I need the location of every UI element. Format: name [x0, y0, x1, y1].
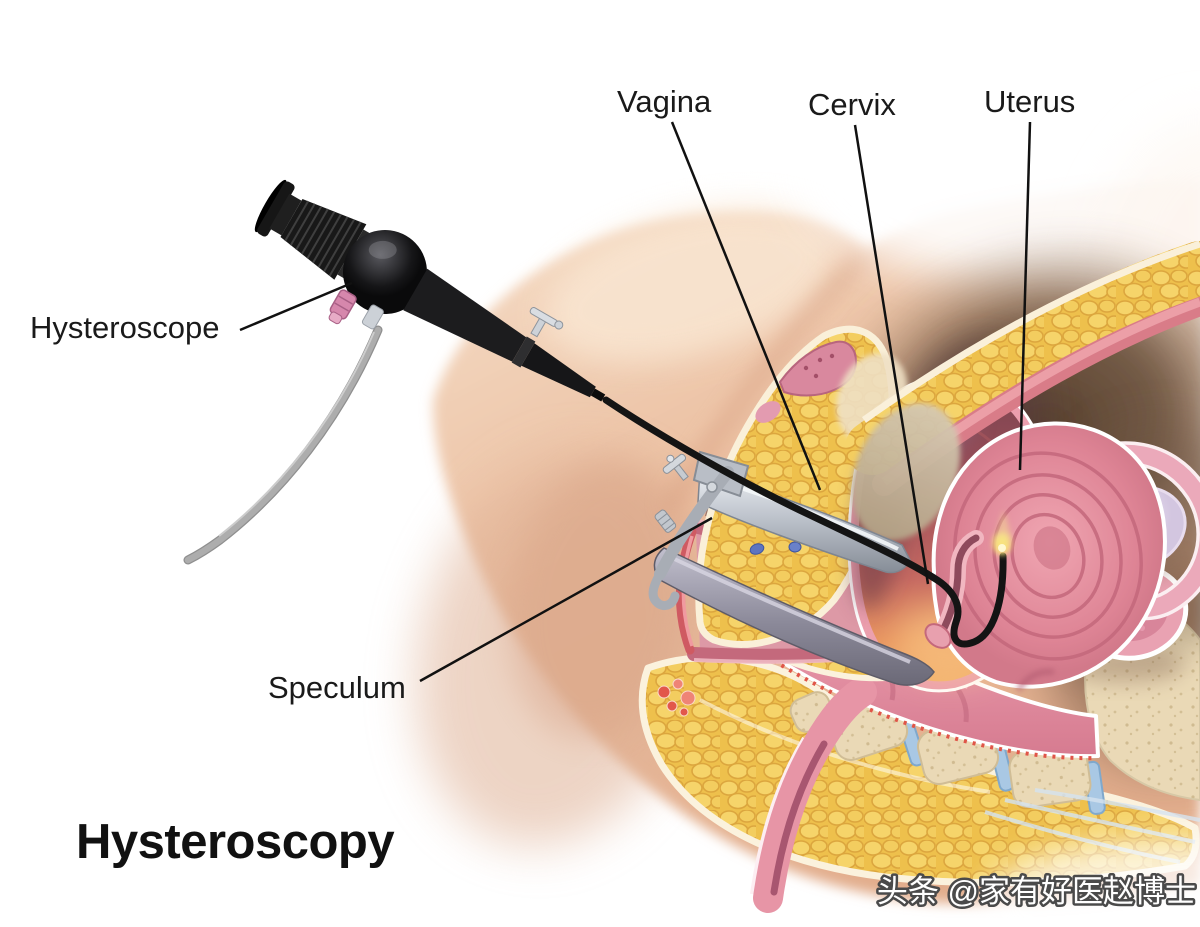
vagina-leader-line — [670, 121, 822, 491]
eyepiece — [257, 181, 295, 237]
cable-collar — [361, 304, 384, 330]
vein-dot — [788, 541, 802, 553]
scope-body-bulb — [343, 230, 427, 314]
inflow-valve — [529, 306, 564, 338]
label-cervix: Cervix — [808, 87, 896, 122]
label-uterus: Uterus — [984, 84, 1076, 119]
page-title: Hysteroscopy — [76, 815, 395, 869]
cervix-os — [924, 623, 952, 649]
abdominal-wall — [836, 240, 1200, 541]
pubic-bone — [851, 403, 961, 541]
speculum-screw — [662, 453, 689, 481]
watermark-text: 头条 @家有好医赵博士 — [877, 874, 1196, 909]
cervical-canal — [936, 534, 980, 640]
speculum-leader-line — [419, 516, 713, 683]
anal-canal — [750, 677, 877, 913]
speculum-upper-blade — [697, 468, 911, 574]
inflow-port-pink — [328, 289, 357, 325]
scope-shaft-inserted — [602, 396, 1012, 648]
hysteroscope-leader-line — [239, 281, 353, 332]
clitoral-fold — [778, 340, 858, 397]
vein-dot — [749, 543, 765, 555]
uterus-leader-line — [1018, 121, 1032, 471]
hysteroscope-device — [183, 179, 606, 565]
label-speculum: Speculum — [268, 670, 406, 705]
label-vagina: Vagina — [617, 84, 712, 119]
cervix-leader-line — [853, 124, 930, 585]
light-cable — [184, 326, 382, 564]
leader-lines — [239, 121, 1032, 683]
speculum-screw — [654, 509, 677, 533]
vessel-cluster — [657, 678, 696, 717]
speculum — [648, 450, 935, 686]
speculum-handle — [654, 466, 734, 580]
label-hysteroscope: Hysteroscope — [30, 310, 220, 345]
knurled-grip — [280, 198, 367, 280]
